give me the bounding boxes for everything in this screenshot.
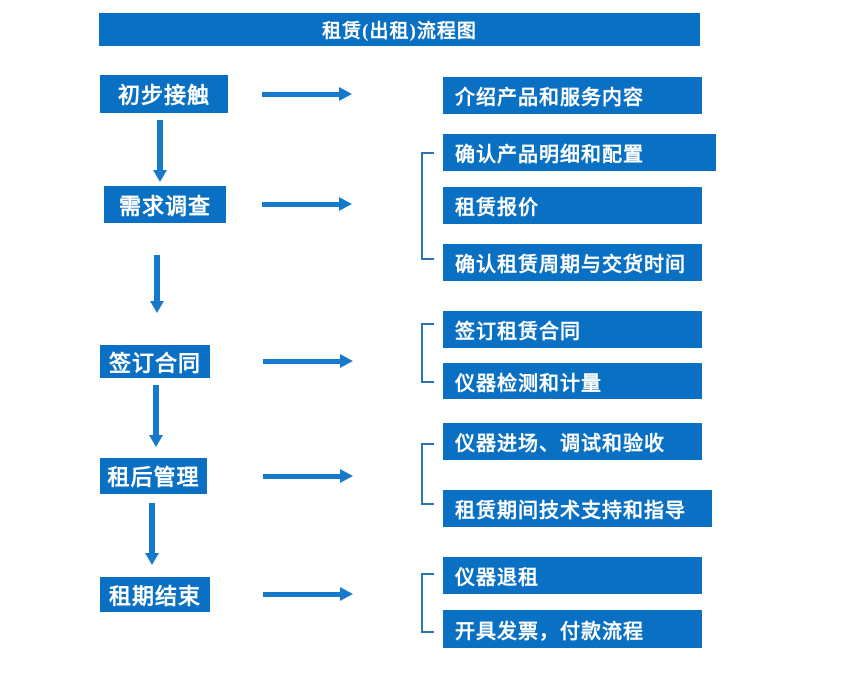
- detail-label: 确认产品明细和配置: [455, 144, 644, 166]
- detail-label: 租赁期间技术支持和指导: [455, 500, 686, 522]
- arrow-shaft: [263, 358, 341, 364]
- detail-box-confirm-product-details: 确认产品明细和配置: [443, 134, 716, 171]
- detail-box-technical-support: 租赁期间技术支持和指导: [443, 490, 712, 527]
- detail-label: 仪器检测和计量: [455, 372, 602, 395]
- arrow-head-icon: [153, 170, 167, 182]
- arrow-head-icon: [339, 87, 352, 101]
- flowchart-title-bar: 租赁(出租)流程图: [99, 13, 700, 46]
- detail-label: 租赁报价: [455, 197, 539, 219]
- arrow-shaft: [153, 385, 159, 435]
- detail-label: 介绍产品和服务内容: [455, 87, 644, 109]
- detail-label: 仪器进场、调试和验收: [455, 433, 665, 455]
- arrow-shaft: [154, 255, 160, 301]
- arrow-shaft: [263, 473, 341, 479]
- detail-box-instrument-setup-acceptance: 仪器进场、调试和验收: [443, 423, 702, 460]
- bracket-sign-contract-group: [421, 323, 434, 383]
- step-label: 签订合同: [108, 350, 201, 376]
- step-label: 租期结束: [108, 583, 201, 609]
- arrow-shaft: [149, 503, 155, 553]
- detail-box-instrument-return: 仪器退租: [443, 557, 702, 594]
- arrow-head-icon: [340, 469, 353, 483]
- detail-label: 确认租赁周期与交货时间: [455, 254, 686, 276]
- flowchart-title: 租赁(出租)流程图: [322, 21, 477, 42]
- arrow-head-icon: [150, 301, 164, 313]
- bracket-demand-survey-group: [421, 152, 434, 260]
- step-label: 租后管理: [107, 465, 200, 490]
- detail-label: 仪器退租: [455, 567, 539, 589]
- arrow-head-icon: [145, 553, 159, 565]
- detail-box-rental-quote: 租赁报价: [443, 187, 702, 224]
- step-label: 初步接触: [117, 83, 210, 108]
- step-box-demand-survey: 需求调查: [104, 186, 226, 223]
- bracket-post-rental-group: [421, 443, 434, 505]
- arrow-shaft: [262, 91, 340, 97]
- down-arrow-4: [145, 503, 159, 565]
- arrow-shaft: [157, 120, 163, 170]
- right-arrow-2: [262, 197, 352, 211]
- step-box-initial-contact: 初步接触: [100, 75, 228, 113]
- right-arrow-3: [263, 354, 353, 368]
- arrow-head-icon: [340, 354, 353, 368]
- detail-box-instrument-testing: 仪器检测和计量: [443, 363, 702, 399]
- arrow-head-icon: [339, 197, 352, 211]
- right-arrow-5: [263, 587, 353, 601]
- step-box-post-rental-management: 租后管理: [100, 458, 207, 494]
- step-label: 需求调查: [118, 193, 211, 219]
- detail-label: 开具发票，付款流程: [455, 620, 644, 643]
- detail-box-introduce-products: 介绍产品和服务内容: [443, 77, 702, 114]
- bracket-rental-end-group: [421, 573, 434, 633]
- detail-label: 签订租赁合同: [455, 321, 581, 343]
- arrow-head-icon: [340, 587, 353, 601]
- down-arrow-1: [153, 120, 167, 182]
- detail-box-sign-rental-contract: 签订租赁合同: [443, 311, 702, 348]
- right-arrow-1: [262, 87, 352, 101]
- step-box-rental-end: 租期结束: [100, 577, 210, 612]
- down-arrow-2: [150, 255, 164, 313]
- down-arrow-3: [149, 385, 163, 447]
- arrow-head-icon: [149, 435, 163, 447]
- detail-box-confirm-period-delivery: 确认租赁周期与交货时间: [443, 244, 702, 281]
- step-box-sign-contract: 签订合同: [100, 345, 210, 378]
- arrow-shaft: [263, 591, 341, 597]
- detail-box-invoice-payment: 开具发票，付款流程: [443, 610, 702, 648]
- right-arrow-4: [263, 469, 353, 483]
- arrow-shaft: [262, 201, 340, 207]
